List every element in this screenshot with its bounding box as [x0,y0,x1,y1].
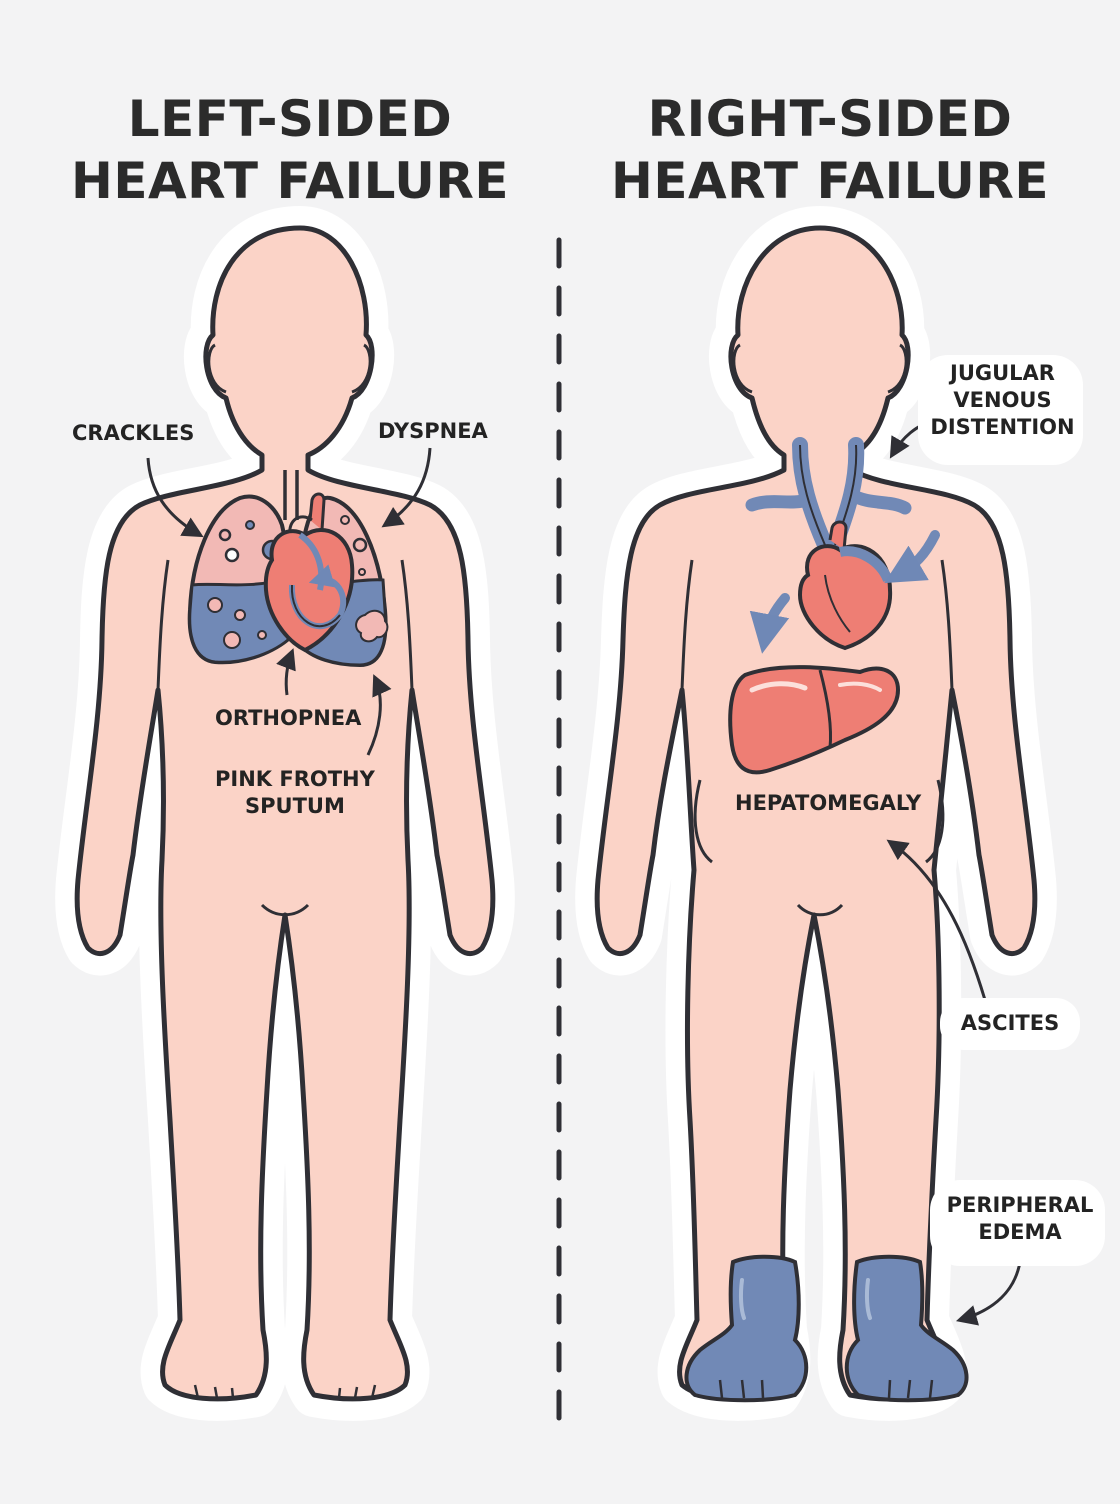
right-heart [797,520,893,651]
right-title-line1: RIGHT-SIDED [647,90,1013,148]
sputum-label-line1: PINK FROTHY [215,767,375,791]
jvd-label: JUGULAR VENOUS DISTENTION [925,360,1080,441]
jugular-veins [745,437,912,553]
trachea [283,470,299,520]
orthopnea-label: ORTHOPNEA [215,706,362,730]
left-ear [732,343,753,394]
belly-left-bulge [693,779,713,864]
right-ear [351,343,372,394]
edema-label-bg [930,1180,1105,1266]
left-ear [207,343,227,394]
right-foot-toes [337,1384,377,1399]
left-heart [263,492,355,653]
left-arm-crease [680,559,694,691]
crackles-label: CRACKLES [72,421,195,445]
crackles-arrow [146,457,204,538]
left-title-line2: HEART FAILURE [70,152,510,210]
left-panel-title: LEFT-SIDED HEART FAILURE [30,88,550,212]
hip-crease [260,903,310,917]
liver [728,665,901,775]
left-arm-crease [156,559,170,691]
jvd-label-bg [918,355,1083,465]
edema-arrow [955,1261,1022,1326]
hip-crease [796,903,844,917]
right-panel-title: RIGHT-SIDED HEART FAILURE [570,88,1090,212]
left-figure [77,228,493,1399]
ascites-arrow [886,839,987,1001]
left-lung [187,494,291,665]
right-arm-crease [940,559,954,691]
right-figure [597,228,1035,1400]
edema-label-line2: EDEMA [978,1220,1062,1244]
sputum-label-line2: SPUTUM [245,794,345,818]
right-arm-crease [400,559,414,691]
dyspnea-label: DYSPNEA [378,419,488,443]
right-title-line2: HEART FAILURE [610,152,1050,210]
backflow-arrow-left [749,593,790,654]
jvd-label-line2: VENOUS [953,388,1052,412]
backflow-arrow-right [884,530,940,584]
edema-label: PERIPHERAL EDEMA [940,1192,1100,1246]
left-foot-toes [193,1384,235,1399]
ascites-label: ASCITES [960,1011,1060,1035]
orthopnea-arrow [276,648,296,696]
left-title-line1: LEFT-SIDED [127,90,453,148]
right-ear [887,343,908,394]
ascites-label-bg [940,998,1080,1050]
dyspnea-arrow [381,447,432,528]
jvd-label-line3: DISTENTION [930,415,1075,439]
edema-label-line1: PERIPHERAL [946,1193,1094,1217]
left-edema-foot [684,1254,809,1403]
sputum-label: PINK FROTHY SPUTUM [215,766,375,820]
hepatomegaly-label: HEPATOMEGALY [735,791,922,815]
right-edema-foot [844,1254,969,1403]
belly-right-bulge [925,779,945,864]
sputum-arrow [366,674,392,756]
jvd-label-line1: JUGULAR [950,361,1055,385]
